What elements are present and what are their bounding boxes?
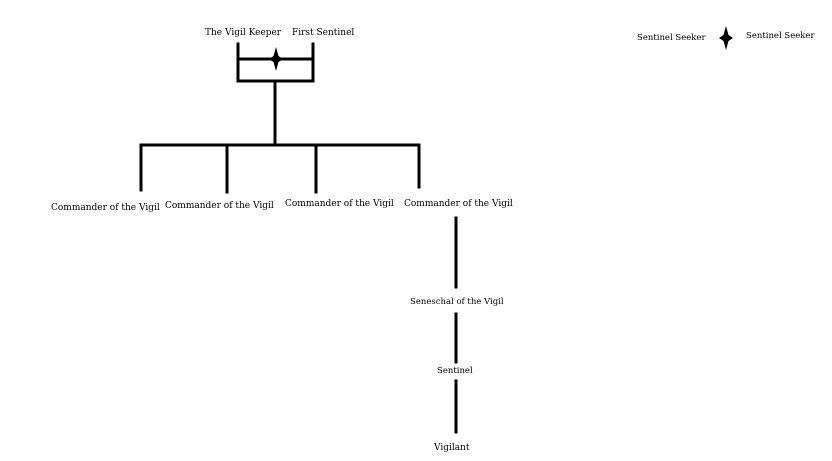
- sentinel-label: Sentinel: [437, 366, 473, 376]
- vigilant-label: Vigilant: [434, 443, 470, 453]
- vigil-keeper-label: The Vigil Keeper: [205, 28, 282, 38]
- legend-right-label: Sentinel Seeker: [746, 31, 815, 41]
- commander-label-2: Commander of the Vigil: [165, 201, 274, 211]
- legend-left-label: Sentinel Seeker: [637, 33, 706, 43]
- marriage-star-icon: [269, 47, 283, 71]
- first-sentinel-label: First Sentinel: [292, 28, 355, 38]
- seneschal-label: Seneschal of the Vigil: [410, 297, 504, 307]
- commander-label-3: Commander of the Vigil: [285, 199, 394, 209]
- commander-label-1: Commander of the Vigil: [51, 203, 160, 213]
- commander-label-4: Commander of the Vigil: [404, 199, 513, 209]
- legend-star-icon: [719, 26, 733, 50]
